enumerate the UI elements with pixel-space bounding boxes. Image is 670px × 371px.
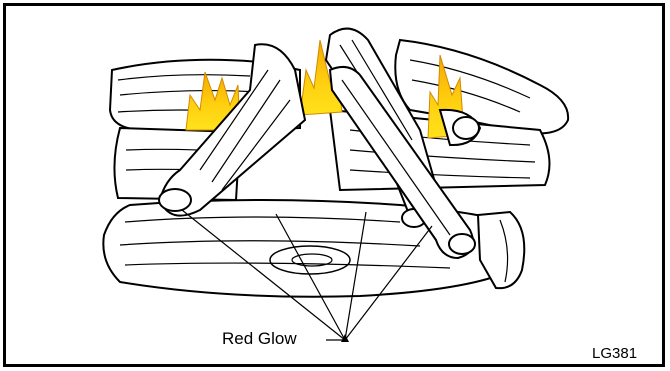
figure-code: LG381 <box>592 345 637 362</box>
red-glow-callout: Red Glow <box>222 329 297 349</box>
